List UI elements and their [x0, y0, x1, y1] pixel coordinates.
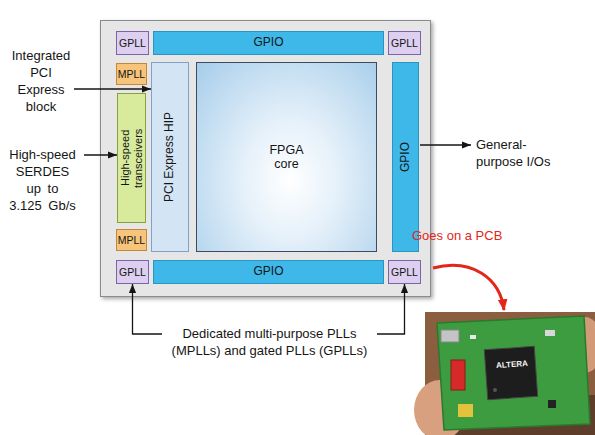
- block-label: MPLL: [118, 68, 145, 80]
- block-label: GPLL: [119, 266, 146, 278]
- block-label: GPLL: [391, 37, 418, 49]
- gpll-block: GPLL: [388, 260, 421, 284]
- fpga-chip-package: [484, 346, 537, 399]
- fpga-chip: GPLL GPIO GPLL MPLL High-speed transceivers P…: [100, 20, 431, 297]
- chip-marking: ALTERA: [490, 358, 535, 370]
- pin-one-mark: [493, 388, 497, 392]
- callout-label: Integrated PCI Express block: [6, 47, 76, 115]
- pcie-block: PCI Express HIP: [151, 62, 189, 252]
- block-label: GPIO: [253, 36, 283, 50]
- block-label: High-speed transceivers: [119, 113, 144, 203]
- component: [458, 404, 473, 417]
- component: [548, 400, 556, 408]
- callout-label: High-speed SERDES up to 3.125 Gb/s: [8, 146, 77, 214]
- hand: [414, 380, 466, 435]
- block-label: FPGA core: [266, 143, 308, 172]
- block-label: PCI Express HIP: [163, 112, 177, 202]
- block-label: MPLL: [118, 234, 145, 246]
- gpio-bank: GPIO: [153, 260, 384, 284]
- mpll-block: MPLL: [116, 63, 147, 85]
- component: [470, 335, 476, 339]
- callout-label: Goes on a PCB: [412, 227, 522, 244]
- pcb-board: [437, 316, 590, 430]
- connector-label: Dedicated multi-purpose PLLs (MPLLs) and…: [162, 325, 377, 359]
- callout-label: General-purpose I/Os: [476, 136, 560, 170]
- block-label: GPIO: [253, 265, 283, 279]
- pin-header: [451, 360, 465, 390]
- photo-background: [425, 312, 595, 435]
- usb-connector: [441, 330, 459, 342]
- mpll-block: MPLL: [116, 229, 147, 251]
- gpll-block: GPLL: [116, 31, 149, 55]
- block-label: GPLL: [391, 266, 418, 278]
- pointer-arrow: [433, 265, 504, 310]
- gpio-bank: GPIO: [392, 62, 419, 252]
- fpga-core: FPGA core: [196, 62, 377, 252]
- photo-background: [425, 395, 595, 435]
- block-label: GPLL: [119, 37, 146, 49]
- component: [545, 330, 555, 336]
- gpll-block: GPLL: [116, 260, 149, 284]
- hand: [567, 317, 595, 373]
- gpio-bank: GPIO: [153, 31, 384, 55]
- block-label: GPIO: [399, 142, 413, 172]
- transceiver-block: High-speed transceivers: [117, 93, 146, 223]
- gpll-block: GPLL: [388, 31, 421, 55]
